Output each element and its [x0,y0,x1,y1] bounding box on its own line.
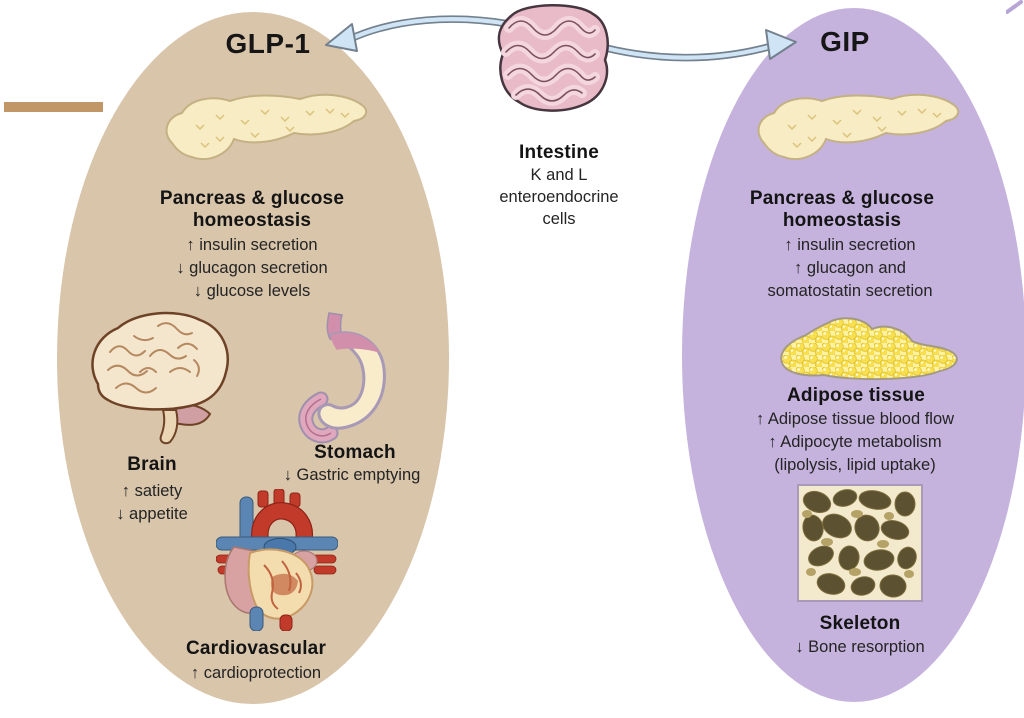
gip-adipose-item: ↑ Adipocyte metabolism [768,433,942,451]
glp1-title: GLP-1 [225,28,311,59]
corner-mark [1006,0,1023,14]
tan-bar [4,102,103,112]
gip-adipose-item: ↑ Adipose tissue blood flow [755,410,955,428]
brain-icon [91,311,229,445]
glp1-brain-item: ↓ appetite [116,505,188,523]
glp1-pancreas-heading: Pancreas & glucose homeostasis [159,188,345,231]
glp1-brain-heading: Brain [127,454,177,475]
gip-adipose-items: ↑ Adipose tissue blood flow ↑ Adipocyte … [730,408,980,477]
heart-icon [216,489,338,631]
glp1-cardio-heading: Cardiovascular [185,638,327,659]
glp1-brain-items: ↑ satiety ↓ appetite [92,480,212,526]
glp1-stomach-heading: Stomach [314,442,396,463]
gip-pancreas-item: ↑ insulin secretion [784,236,916,254]
glp1-cardio-items: ↑ cardioprotection [146,662,366,685]
gip-adipose-heading: Adipose tissue [787,385,925,406]
gip-skeleton-items: ↓ Bone resorption [750,636,970,659]
stomach-icon [298,312,386,444]
pancreas-icon [165,93,368,160]
glp1-pancreas-item: ↑ insulin secretion [186,236,318,254]
glp1-stomach-item: ↓ Gastric emptying [283,466,421,484]
intestine-subtext: K and L enteroendocrine cells [499,166,619,228]
glp1-pancreas-item: ↓ glucagon secretion [176,259,328,277]
gip-pancreas-heading: Pancreas & glucose homeostasis [749,188,935,231]
gip-title: GIP [820,26,870,57]
gip-adipose-item: (lipolysis, lipid uptake) [774,456,936,474]
intestine-heading: Intestine [519,142,599,163]
gip-pancreas-item: somatostatin secretion [767,282,933,300]
glp1-stomach-items: ↓ Gastric emptying [262,464,442,487]
gip-skeleton-heading: Skeleton [819,613,901,634]
gip-pancreas-item: ↑ glucagon and [794,259,906,277]
glp1-pancreas-item: ↓ glucose levels [193,282,311,300]
gip-skeleton-item: ↓ Bone resorption [795,638,925,656]
glp1-brain-item: ↑ satiety [121,482,183,500]
glp1-cardio-item: ↑ cardioprotection [190,664,322,682]
adipose-tissue-icon [780,317,958,381]
glp1-pancreas-items: ↑ insulin secretion ↓ glucagon secretion… [137,234,367,303]
trabecular-bone-icon [797,484,923,602]
gip-pancreas-items: ↑ insulin secretion ↑ glucagon and somat… [727,234,973,303]
pancreas-icon [757,93,960,160]
intestine-icon [497,4,609,112]
